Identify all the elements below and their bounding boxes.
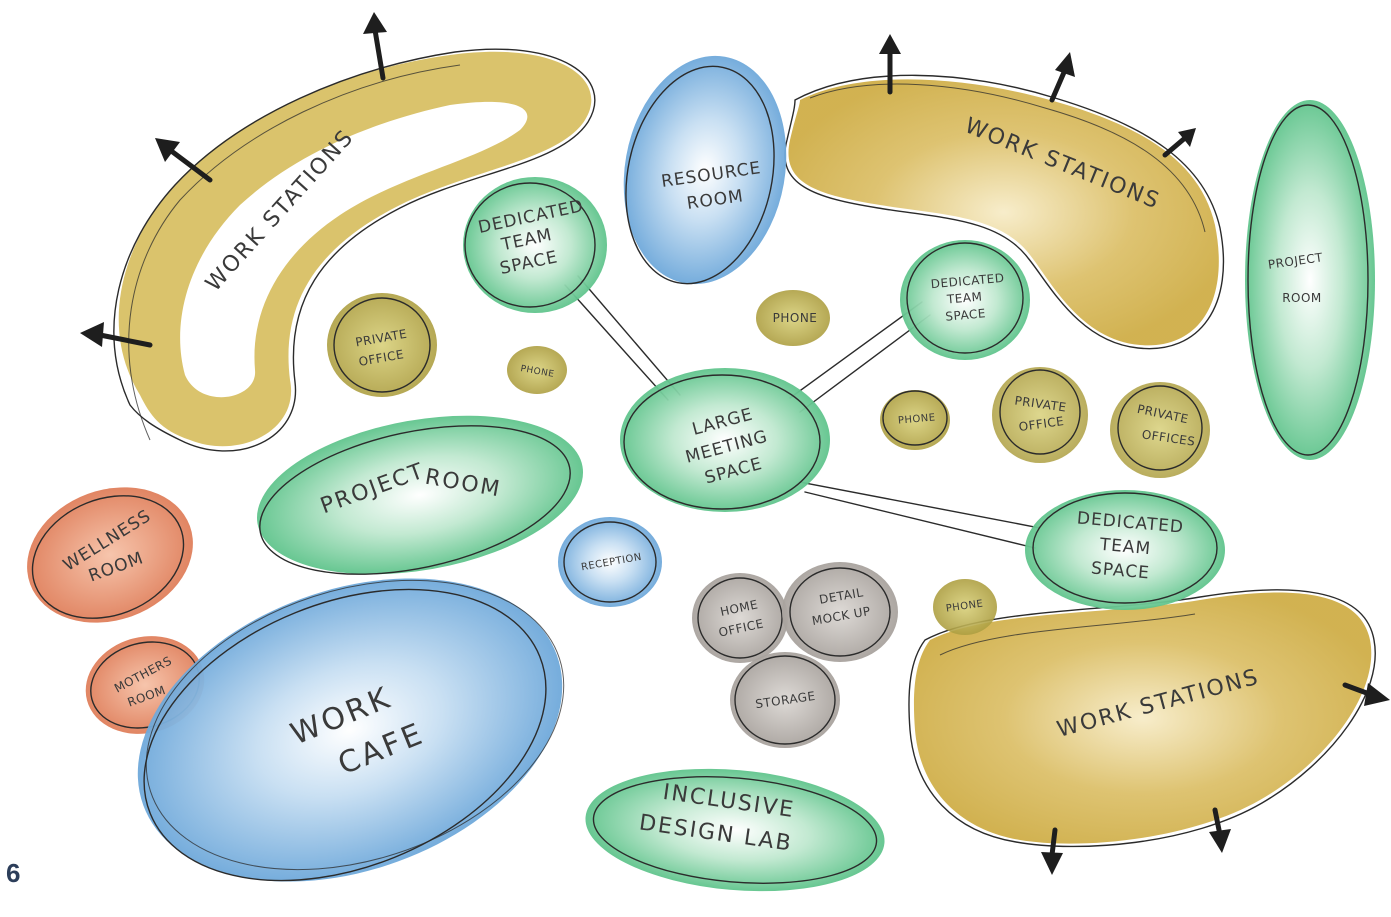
- dts-top-label-1: DEDICATED: [930, 271, 1005, 291]
- arrow-icon: [1162, 128, 1196, 158]
- arrow-icon: [1049, 52, 1075, 103]
- dedicated-team-space-right: [1025, 490, 1225, 610]
- dedicated-team-space-top: [900, 240, 1030, 360]
- home-office: [692, 573, 788, 663]
- large-meeting-space: [620, 368, 830, 512]
- arrow-icon: [80, 322, 153, 348]
- private-office-mid-label-2: OFFICE: [1018, 414, 1065, 434]
- arrow-icon: [363, 12, 387, 81]
- work-cafe: [137, 578, 565, 882]
- phone-3-label: PHONE: [898, 412, 937, 426]
- project-room-right: [1245, 100, 1375, 460]
- wellness-room: [27, 487, 193, 623]
- project-room-right-label-2: ROOM: [1282, 291, 1322, 305]
- dts-right-label-2: TEAM: [1098, 535, 1152, 559]
- phone-4-label: PHONE: [945, 598, 984, 614]
- project-room-left: [256, 415, 584, 575]
- expansion-arrows: [80, 12, 1390, 875]
- phone-2: [756, 290, 830, 346]
- private-office-left: [327, 293, 437, 397]
- page-number: 6: [6, 858, 21, 888]
- storage: [730, 652, 840, 748]
- arrow-icon: [1342, 682, 1390, 706]
- workstations-top-left: [113, 48, 596, 452]
- phone-1: [507, 346, 567, 394]
- phone-2-label: PHONE: [773, 311, 818, 325]
- arrow-icon: [879, 34, 901, 95]
- phone-3: [880, 390, 950, 450]
- connector-lines: [564, 275, 1041, 549]
- phone-4: [933, 579, 997, 635]
- private-office-mid: [992, 367, 1088, 463]
- arrow-icon: [155, 138, 213, 183]
- detail-mock-up: [782, 562, 898, 662]
- dedicated-team-space-left: [463, 177, 607, 313]
- dts-top-label-3: SPACE: [945, 306, 987, 323]
- reception: [558, 517, 662, 607]
- inclusive-design-lab: [585, 768, 885, 892]
- arrow-icon: [1209, 807, 1231, 853]
- resource-room: [623, 55, 787, 285]
- private-offices-right: [1110, 382, 1210, 478]
- dts-top-label-2: TEAM: [945, 289, 983, 306]
- arrow-icon: [1041, 827, 1063, 875]
